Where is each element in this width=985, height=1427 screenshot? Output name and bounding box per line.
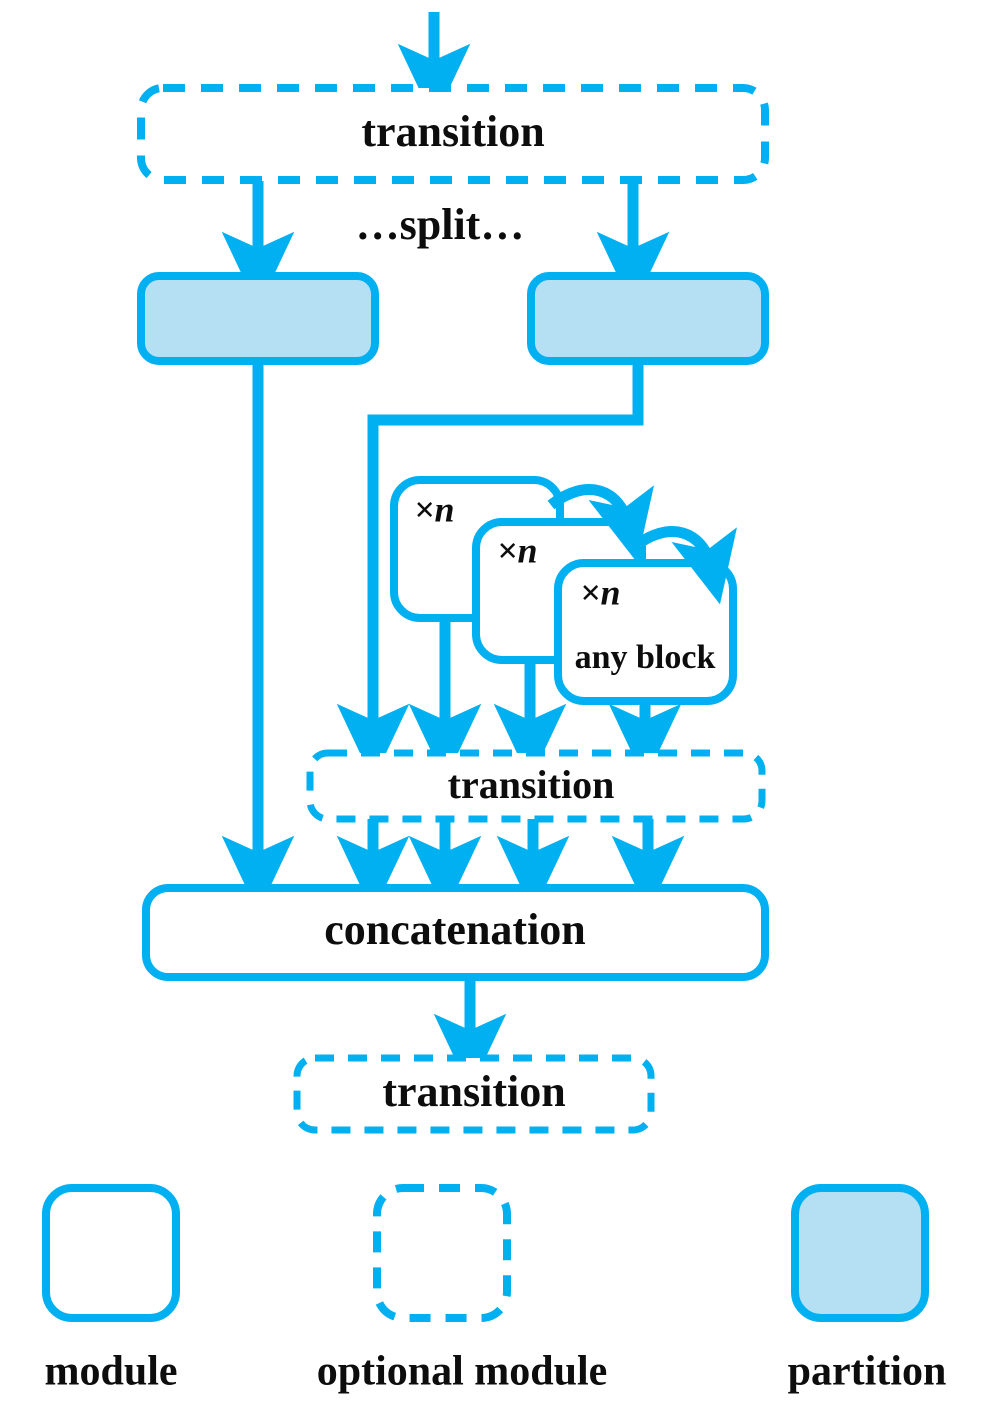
- transition-mid-label: transition: [448, 762, 615, 807]
- block-3-label: any block: [575, 639, 716, 676]
- concatenation-label: concatenation: [324, 905, 586, 954]
- legend-swatch-module: [42, 1184, 180, 1322]
- block-3-multiplier: ×n: [580, 572, 621, 612]
- transition-top-label: transition: [361, 107, 544, 156]
- block-1-multiplier: ×n: [414, 489, 455, 529]
- arrow-partition-right-elbow: [336, 361, 644, 781]
- legend-swatch-optional-module: [373, 1184, 511, 1322]
- split-label: …split…: [356, 200, 525, 249]
- legend-label-partition: partition: [788, 1349, 947, 1395]
- partition-left-box[interactable]: [137, 272, 379, 365]
- loop-arrow-block2-to-block3: [630, 526, 737, 605]
- transition-top-box[interactable]: [137, 84, 769, 184]
- legend-swatch-partition: [791, 1184, 929, 1322]
- legend-label-optional-module: optional module: [317, 1349, 608, 1395]
- legend-label-module: module: [44, 1349, 177, 1395]
- partition-right-box[interactable]: [527, 272, 769, 365]
- concatenation-box[interactable]: [142, 884, 769, 981]
- transition-bottom-box[interactable]: [293, 1054, 655, 1134]
- block-2-multiplier: ×n: [497, 530, 538, 570]
- transition-bottom-label: transition: [382, 1067, 565, 1116]
- loop-arrow-block1-to-block2: [547, 484, 654, 563]
